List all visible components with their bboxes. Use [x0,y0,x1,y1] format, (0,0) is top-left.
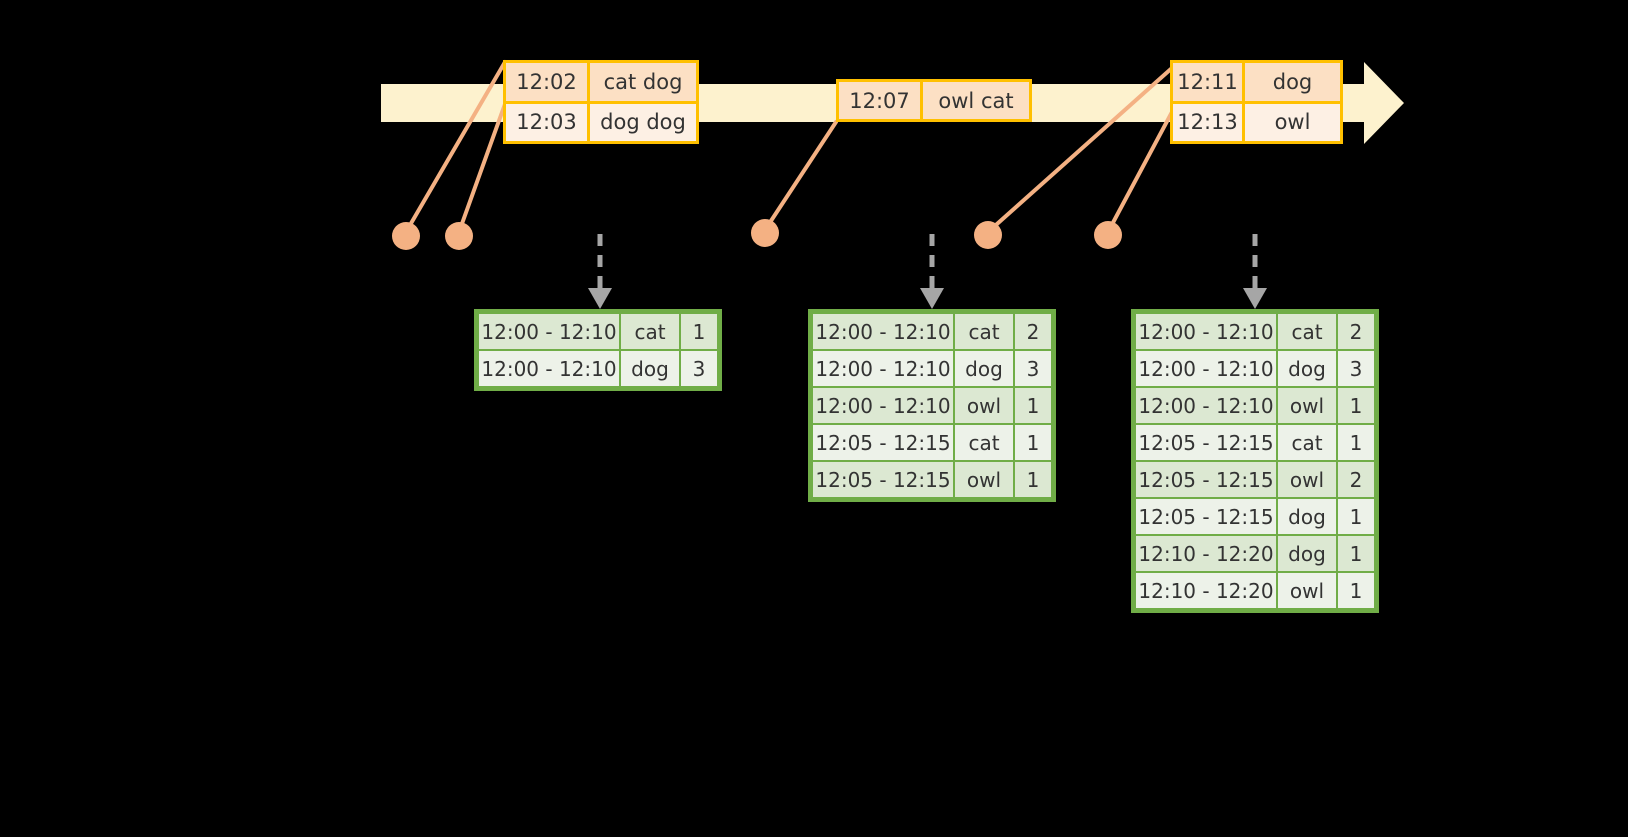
connector-12-03 [457,102,507,234]
table-cell-window: 12:00 - 12:10 [813,388,953,423]
table-cell-window: 12:05 - 12:15 [813,425,953,460]
table-cell-word: dog [1278,536,1336,571]
table-cell-window: 12:05 - 12:15 [1136,425,1276,460]
table-cell-word: owl [1278,388,1336,423]
table-cell-word: dog [1278,351,1336,386]
event-row[interactable]: 12:03 dog dog [506,100,696,141]
table-cell-window: 12:05 - 12:15 [813,462,953,497]
connector-12-13 [1106,110,1174,234]
event-group-3[interactable]: 12:11 dog 12:13 owl [1170,60,1343,144]
table-cell-window: 12:00 - 12:10 [1136,388,1276,423]
table-cell-window: 12:05 - 12:15 [1136,499,1276,534]
event-row[interactable]: 12:02 cat dog [506,63,696,101]
event-words: dog dog [590,103,696,141]
table-cell-count: 1 [681,314,717,349]
table-cell-count: 1 [1338,425,1374,460]
table-cell-count: 1 [1338,536,1374,571]
emit-arrows [588,234,1267,309]
table-cell-word: dog [621,351,679,386]
table-cell-count: 1 [1338,573,1374,608]
emit-arrow-3 [1243,234,1267,309]
table-cell-count: 2 [1338,462,1374,497]
event-row[interactable]: 12:13 owl [1173,100,1340,141]
table-cell-window: 12:10 - 12:20 [1136,573,1276,608]
table-cell-word: cat [955,425,1013,460]
table-cell-count: 1 [1015,462,1051,497]
table-cell-word: owl [955,388,1013,423]
table-cell-window: 12:00 - 12:10 [813,314,953,349]
connector-12-02 [404,60,507,234]
event-time: 12:02 [506,63,590,101]
event-words: cat dog [590,63,696,101]
connector-12-07 [763,120,838,232]
table-cell-window: 12:00 - 12:10 [1136,314,1276,349]
table-cell-count: 1 [1015,425,1051,460]
table-cell-word: cat [955,314,1013,349]
event-row[interactable]: 12:11 dog [1173,63,1340,101]
event-time: 12:03 [506,103,590,141]
table-cell-word: cat [1278,314,1336,349]
marker-12-03-dot [445,222,473,250]
table-cell-count: 3 [1015,351,1051,386]
table-cell-window: 12:00 - 12:10 [479,314,619,349]
marker-12-13-dot [1094,221,1122,249]
table-cell-word: owl [1278,573,1336,608]
event-row[interactable]: 12:07 owl cat [839,82,1029,119]
marker-12-07-dot [751,219,779,247]
marker-dots [392,219,1122,250]
marker-12-11-dot [974,221,1002,249]
emit-arrow-2 [920,234,944,309]
event-group-1[interactable]: 12:02 cat dog 12:03 dog dog [503,60,699,144]
table-cell-count: 3 [681,351,717,386]
table-cell-window: 12:10 - 12:20 [1136,536,1276,571]
table-cell-count: 1 [1338,388,1374,423]
table-cell-word: dog [955,351,1013,386]
table-cell-word: owl [955,462,1013,497]
event-time: 12:11 [1173,63,1245,101]
event-words: dog [1245,63,1340,101]
table-cell-window: 12:00 - 12:10 [813,351,953,386]
event-words: owl [1245,103,1340,141]
table-cell-count: 2 [1338,314,1374,349]
event-group-2[interactable]: 12:07 owl cat [836,79,1032,122]
event-time: 12:07 [839,82,923,119]
event-time: 12:13 [1173,103,1245,141]
table-cell-word: cat [1278,425,1336,460]
table-cell-word: owl [1278,462,1336,497]
table-cell-count: 1 [1338,499,1374,534]
table-cell-word: dog [1278,499,1336,534]
table-cell-word: cat [621,314,679,349]
event-words: owl cat [923,82,1029,119]
table-cell-window: 12:05 - 12:15 [1136,462,1276,497]
table-cell-window: 12:00 - 12:10 [1136,351,1276,386]
marker-12-02-dot [392,222,420,250]
table-cell-count: 1 [1015,388,1051,423]
emit-arrow-1 [588,234,612,309]
table-cell-count: 3 [1338,351,1374,386]
table-cell-count: 2 [1015,314,1051,349]
table-cell-window: 12:00 - 12:10 [479,351,619,386]
